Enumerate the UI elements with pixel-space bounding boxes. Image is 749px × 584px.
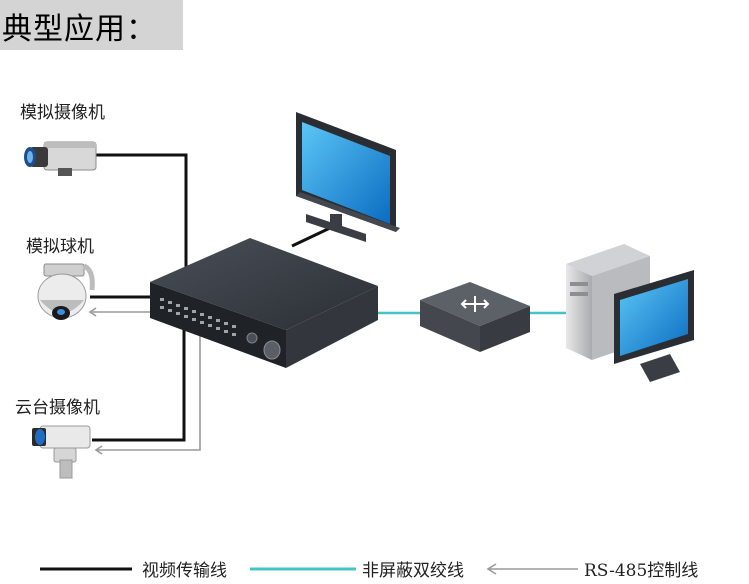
label-analog-dome: 模拟球机 — [26, 237, 94, 257]
analog-dome-icon — [37, 263, 95, 320]
title-banner — [0, 0, 183, 50]
analog-camera-icon — [24, 141, 97, 176]
legend-label-utp: 非屏蔽双绞线 — [362, 561, 464, 581]
dvr-icon — [150, 238, 378, 368]
pc-workstation-icon — [566, 244, 694, 382]
legend-lines — [40, 563, 578, 575]
rs485-control-lines — [88, 307, 201, 455]
ptz-camera-icon — [32, 425, 91, 479]
legend-line-rs485 — [486, 563, 578, 575]
network-switch-icon — [420, 282, 530, 352]
monitor-icon — [296, 112, 400, 242]
video-cable-lines — [90, 153, 331, 442]
page-title: 典型应用： — [2, 12, 157, 47]
label-analog-camera: 模拟摄像机 — [20, 103, 105, 123]
legend-label-video: 视频传输线 — [142, 561, 227, 581]
legend-label-rs485: RS-485控制线 — [584, 561, 699, 581]
label-ptz-camera: 云台摄像机 — [15, 398, 100, 418]
